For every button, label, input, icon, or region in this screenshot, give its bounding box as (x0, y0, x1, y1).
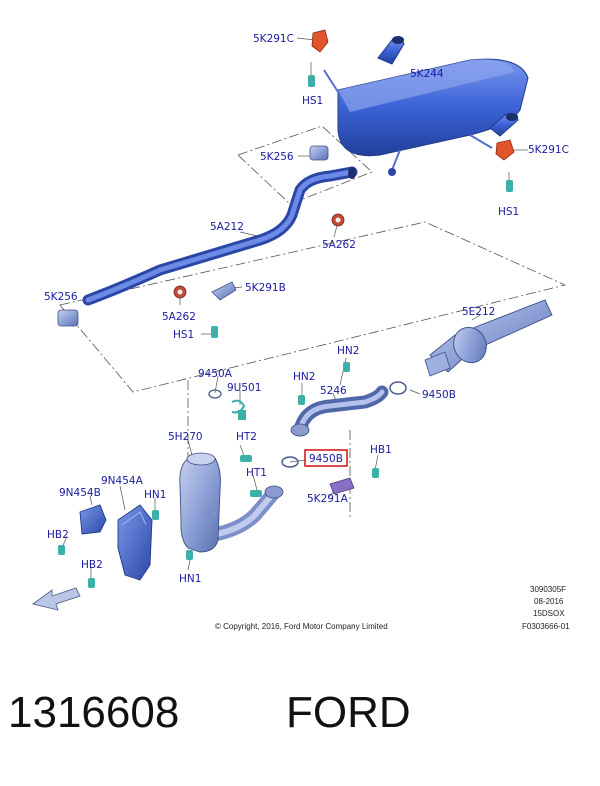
label-5a262-lower: 5A262 (162, 311, 196, 323)
label-9450a: 9450A (198, 368, 233, 380)
label-5k291a: 5K291A (307, 493, 349, 505)
label-hn2-left: HN2 (293, 371, 315, 383)
catalytic-converter-5e212 (424, 299, 553, 377)
bracket-5k291a (329, 477, 355, 495)
sensor-9u501 (231, 399, 246, 420)
label-5e212: 5E212 (462, 306, 495, 318)
clip-ht2 (240, 455, 252, 462)
label-5k256-lower: 5K256 (44, 291, 78, 303)
clip-hb2-b (88, 578, 95, 588)
label-hs1-lower: HS1 (173, 329, 194, 341)
clip-hb1 (372, 468, 379, 478)
meta-code: 15DSOX (533, 609, 565, 618)
clamp-5k256-upper (309, 145, 329, 161)
clamp-5k256-lower (57, 309, 79, 327)
label-9450b-upper: 9450B (422, 389, 456, 401)
insulator-5a262-lower (173, 285, 187, 299)
clip-hs1-c (211, 326, 218, 338)
bracket-5k291b (211, 281, 237, 301)
label-hb2-upper: HB2 (47, 529, 69, 541)
clip-hs1-b (506, 180, 513, 192)
meta-date: 08-2016 (534, 597, 564, 606)
heat-shield-9n454a (117, 504, 153, 581)
label-ht1: HT1 (246, 467, 267, 479)
label-hs1-top: HS1 (302, 95, 323, 107)
label-9450b-highlighted: 9450B (309, 453, 343, 465)
front-direction-arrow-icon (32, 587, 81, 611)
label-5k244: 5K244 (410, 68, 444, 80)
diesel-particulate-filter-5h270 (179, 452, 221, 553)
front-pipe-5246 (290, 385, 389, 437)
meta-copyright: © Copyright, 2016, Ford Motor Company Li… (215, 622, 388, 631)
clip-hn2-a (298, 395, 305, 405)
intermediate-pipe (82, 166, 358, 306)
label-hb1: HB1 (370, 444, 392, 456)
clip-hb2-a (58, 545, 65, 555)
meta-figure: F0303666-01 (522, 622, 570, 631)
gasket-9450b-upper (389, 381, 407, 395)
drawing-meta: 3090305F 08-2016 15DSOX F0303666-01 © Co… (215, 585, 570, 631)
clip-hn2-b (343, 362, 350, 372)
label-5a262-upper: 5A262 (322, 239, 356, 251)
label-hs1-right: HS1 (498, 206, 519, 218)
heat-shield-9n454b (79, 504, 107, 535)
bracket-5k291c-right (495, 139, 515, 161)
part-number: 1316608 (8, 688, 180, 737)
label-9n454b: 9N454B (59, 487, 101, 499)
label-5k291c-right: 5K291C (528, 144, 569, 156)
clip-hs1-a (308, 75, 315, 87)
label-5k291c-top: 5K291C (253, 33, 294, 45)
label-9n454a: 9N454A (101, 475, 144, 487)
part-labels: 5K291C HS1 5K244 5K291C HS1 5K256 5A212 … (44, 33, 569, 585)
label-9u501: 9U501 (227, 382, 261, 394)
meta-ref: 3090305F (530, 585, 566, 594)
bracket-5k291c-top (311, 29, 329, 53)
flex-pipe (205, 485, 284, 542)
label-5a212: 5A212 (210, 221, 244, 233)
highlight-box (304, 449, 348, 467)
label-ht2: HT2 (236, 431, 257, 443)
label-5246: 5246 (320, 385, 347, 397)
label-5h270: 5H270 (168, 431, 203, 443)
rear-muffler (323, 36, 529, 176)
brand-name: FORD (286, 688, 411, 737)
gasket-9450a (208, 389, 222, 399)
label-hn1-upper: HN1 (144, 489, 166, 501)
label-5k256-upper: 5K256 (260, 151, 294, 163)
label-hn2-right: HN2 (337, 345, 359, 357)
insulator-5a262-upper (331, 213, 345, 227)
clip-hn1-a (152, 510, 159, 520)
label-hb2-lower: HB2 (81, 559, 103, 571)
label-5k291b: 5K291B (245, 282, 286, 294)
clip-hn1-b (186, 550, 193, 560)
label-hn1-lower: HN1 (179, 573, 201, 585)
footer-caption: 1316608 FORD (0, 688, 600, 758)
gasket-9450b-highlighted (281, 456, 299, 468)
exhaust-parts-diagram: 5K291C HS1 5K244 5K291C HS1 5K256 5A212 … (32, 29, 570, 631)
clip-ht1 (250, 490, 262, 497)
